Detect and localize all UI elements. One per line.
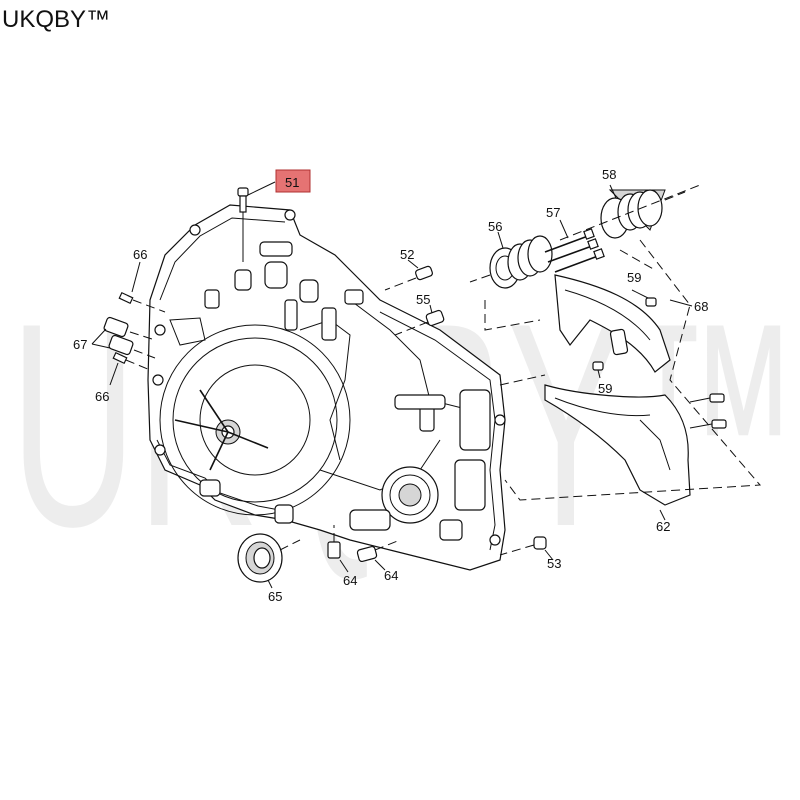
part-68-band [554, 274, 693, 373]
part-64-bolt-left [327, 525, 349, 573]
part-65-seal [237, 533, 301, 589]
part-52-plug [384, 259, 433, 291]
part-58-spring [600, 184, 686, 239]
part-55-plug [394, 304, 445, 336]
part-56-piston [469, 231, 553, 289]
callout-55: 55 [416, 292, 430, 307]
part-51-bolt [237, 181, 276, 262]
callout-66-lower: 66 [95, 389, 109, 404]
part-62-cover [544, 384, 727, 521]
callout-53: 53 [547, 556, 561, 571]
callout-62: 62 [656, 519, 670, 534]
part-59-bolt-upper [631, 289, 657, 307]
callout-51-highlight [275, 169, 311, 193]
part-57-bolts [544, 219, 605, 273]
part-67-sleeves [91, 316, 156, 359]
part-59-bolt-lower [592, 361, 604, 379]
callout-64-left: 64 [343, 573, 357, 588]
callout-58: 58 [602, 167, 616, 182]
part-66-pin-upper [118, 261, 166, 313]
guide-lines [484, 184, 762, 501]
part-53-plug [499, 536, 554, 561]
part-66-pin-lower [109, 351, 151, 386]
callout-57: 57 [546, 205, 560, 220]
callout-52: 52 [400, 247, 414, 262]
callout-65: 65 [268, 589, 282, 604]
callout-59-upper: 59 [627, 270, 641, 285]
callout-56: 56 [488, 219, 502, 234]
part-64-bolt-right [356, 539, 401, 571]
callout-51-label: 51 [285, 175, 299, 190]
callout-64-right: 64 [384, 568, 398, 583]
callout-67: 67 [73, 337, 87, 352]
transmission-case [147, 204, 506, 571]
callout-51[interactable]: 51 [275, 169, 311, 193]
callout-59-lower: 59 [598, 381, 612, 396]
callout-68: 68 [694, 299, 708, 314]
brand-logo-text: UKQBY™ [2, 6, 111, 33]
callout-66-upper: 66 [133, 247, 147, 262]
